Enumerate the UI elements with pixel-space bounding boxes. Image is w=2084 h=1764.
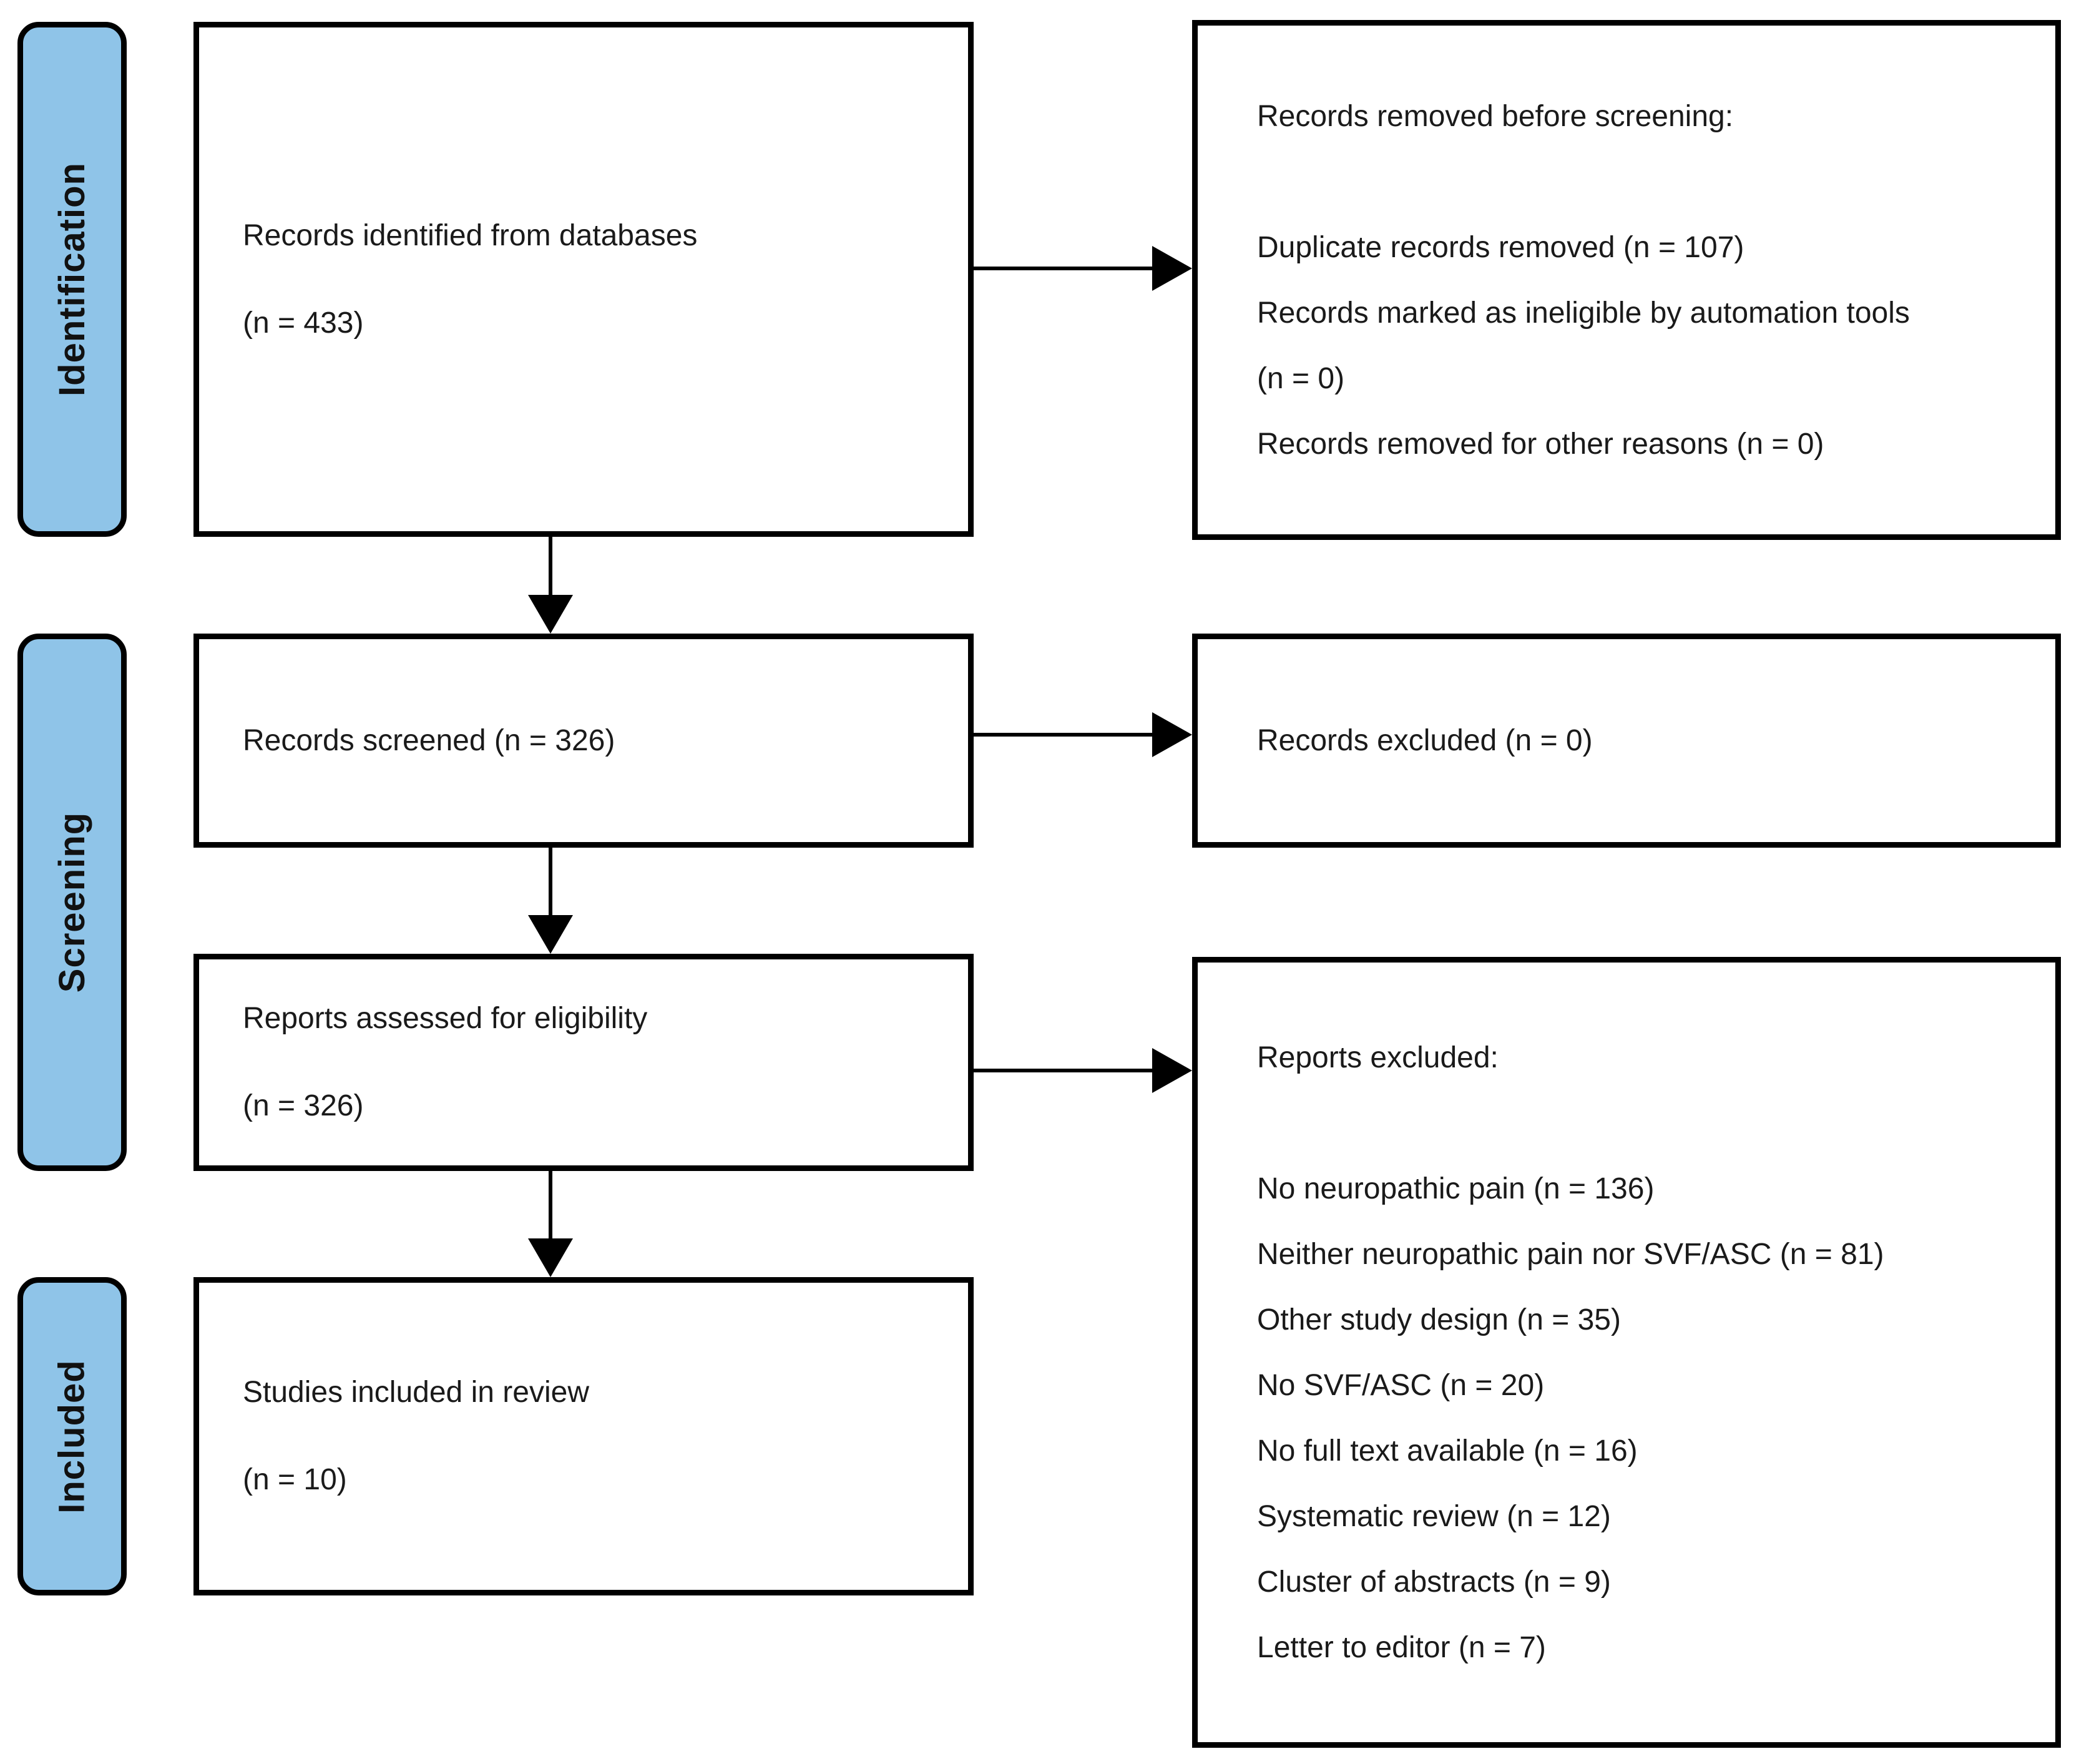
text-line: No neuropathic pain (n = 136) — [1257, 1172, 1655, 1205]
arrow-line — [549, 1171, 552, 1240]
stage-screening-label: Screening — [52, 811, 92, 993]
stage-screening: Screening — [17, 634, 127, 1171]
stage-included: Included — [17, 1277, 127, 1595]
box-reports-assessed: Reports assessed for eligibility (n = 32… — [193, 954, 974, 1171]
box-studies-included-text: Studies included in review (n = 10) — [199, 1283, 968, 1590]
arrow-line — [974, 733, 1153, 737]
box-records-excluded-text: Records excluded (n = 0) — [1198, 639, 2055, 842]
text-line: Reports excluded: — [1257, 1041, 1499, 1074]
text-line: Records removed for other reasons (n = 0… — [1257, 427, 1824, 461]
text-line: (n = 326) — [243, 1089, 364, 1122]
arrow-head-down-icon — [528, 1238, 573, 1277]
text-line: Other study design (n = 35) — [1257, 1303, 1621, 1336]
text-line: Studies included in review — [243, 1376, 589, 1409]
arrow-line — [974, 267, 1153, 270]
arrow-line — [549, 537, 552, 597]
text-line: No SVF/ASC (n = 20) — [1257, 1368, 1545, 1402]
text-line: Records excluded (n = 0) — [1257, 724, 1593, 757]
arrow-head-right-icon — [1152, 712, 1192, 757]
arrow-head-right-icon — [1152, 246, 1192, 291]
box-records-screened-text: Records screened (n = 326) — [199, 639, 968, 842]
box-reports-excluded: Reports excluded: No neuropathic pain (n… — [1192, 957, 2061, 1748]
stage-identification: Identification — [17, 22, 127, 537]
box-records-identified: Records identified from databases (n = 4… — [193, 22, 974, 537]
text-line: Neither neuropathic pain nor SVF/ASC (n … — [1257, 1237, 1884, 1271]
text-line: Reports assessed for eligibility — [243, 1002, 648, 1035]
stage-identification-label: Identification — [52, 162, 93, 396]
text-line: Letter to editor (n = 7) — [1257, 1630, 1546, 1664]
box-records-removed-before-screening-text: Records removed before screening: Duplic… — [1198, 26, 2055, 534]
arrow-line — [549, 848, 552, 916]
arrow-head-down-icon — [528, 595, 573, 634]
arrow-head-down-icon — [528, 915, 573, 954]
text-line: Systematic review (n = 12) — [1257, 1499, 1611, 1533]
text-line: (n = 10) — [243, 1463, 347, 1496]
text-line: (n = 0) — [1257, 361, 1345, 395]
stage-included-label: Included — [52, 1359, 92, 1514]
box-records-removed-before-screening: Records removed before screening: Duplic… — [1192, 20, 2061, 540]
text-line-blank — [1257, 149, 2037, 215]
arrow-line — [974, 1069, 1153, 1072]
text-line-blank — [1257, 1090, 2037, 1156]
text-line: Records marked as ineligible by automati… — [1257, 296, 1910, 330]
box-reports-assessed-text: Reports assessed for eligibility (n = 32… — [199, 959, 968, 1165]
text-line: (n = 433) — [243, 306, 364, 340]
text-line: Records identified from databases — [243, 218, 698, 252]
text-line: Duplicate records removed (n = 107) — [1257, 230, 1744, 264]
text-line: Records screened (n = 326) — [243, 724, 615, 757]
box-studies-included: Studies included in review (n = 10) — [193, 1277, 974, 1595]
text-line: No full text available (n = 16) — [1257, 1434, 1638, 1468]
box-reports-excluded-text: Reports excluded: No neuropathic pain (n… — [1198, 963, 2055, 1742]
arrow-head-right-icon — [1152, 1048, 1192, 1093]
text-line: Records removed before screening: — [1257, 99, 1734, 133]
box-records-excluded: Records excluded (n = 0) — [1192, 634, 2061, 848]
box-records-identified-text: Records identified from databases (n = 4… — [199, 27, 968, 531]
text-line: Cluster of abstracts (n = 9) — [1257, 1565, 1611, 1599]
box-records-screened: Records screened (n = 326) — [193, 634, 974, 848]
